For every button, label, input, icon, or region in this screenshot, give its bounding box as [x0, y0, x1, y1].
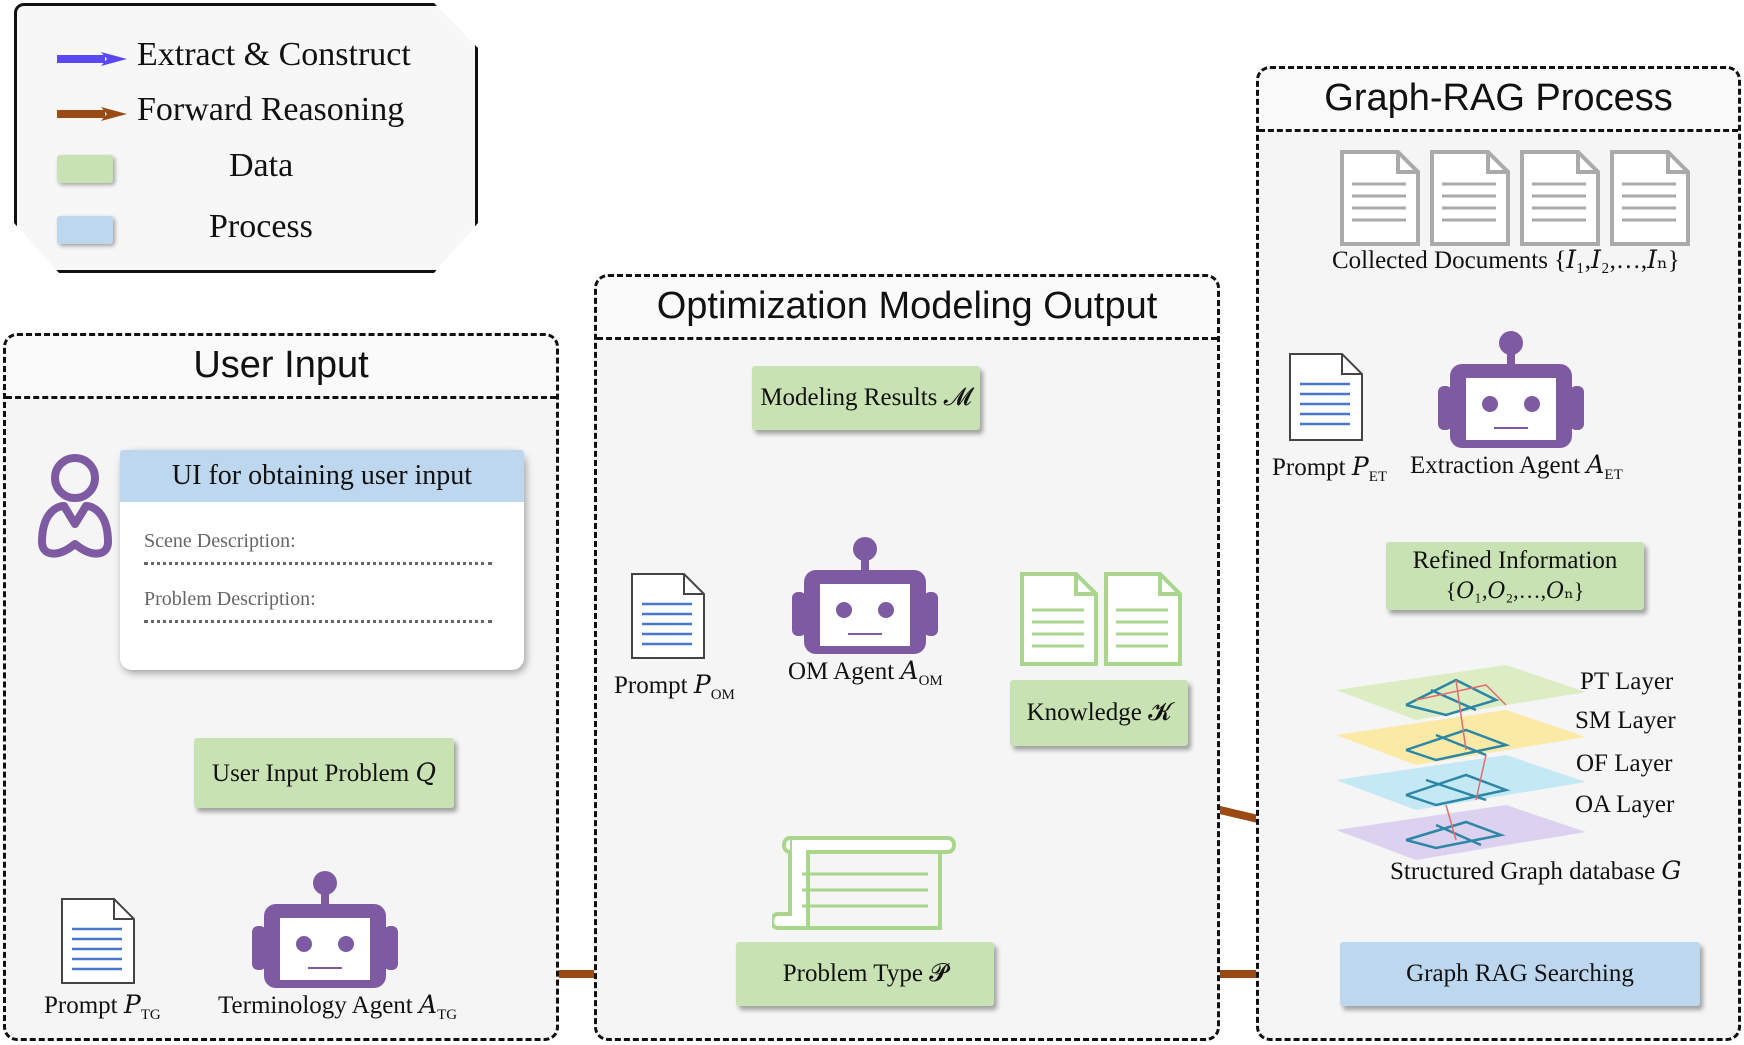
prompt-om-document-icon — [631, 573, 705, 659]
of-layer-label: OF Layer — [1576, 750, 1673, 777]
prompt-om-label: Prompt 𝑃OM — [614, 672, 735, 703]
modeling-results-box: Modeling Results 𝓜 — [752, 366, 980, 430]
structured-graph-database-label: Structured Graph database 𝐺 — [1390, 858, 1682, 885]
legend-process-label: Process — [209, 208, 313, 245]
prompt-tg-document-icon — [61, 898, 135, 984]
problem-type-box: Problem Type 𝓟 — [736, 942, 994, 1006]
extraction-agent-robot-icon — [1438, 331, 1584, 448]
legend-forward: Forward Reasoning — [17, 87, 475, 137]
pt-layer-label: PT Layer — [1580, 668, 1674, 695]
refined-information-set: {𝑂₁,𝑂₂,…,𝑂ₙ} — [1445, 578, 1585, 603]
graph-rag-searching-box: Graph RAG Searching — [1340, 942, 1700, 1006]
terminology-agent-label: Terminology Agent 𝐴TG — [218, 992, 458, 1023]
prompt-et-document-icon — [1289, 353, 1363, 441]
om-agent-robot-icon — [792, 537, 938, 654]
prompt-et-label: Prompt 𝑃ET — [1272, 454, 1388, 485]
legend-extract: Extract & Construct — [17, 32, 475, 82]
legend-process: Process — [17, 204, 475, 254]
user-icon — [38, 454, 112, 558]
problem-description-field[interactable] — [144, 620, 492, 623]
legend-forward-label: Forward Reasoning — [137, 91, 405, 128]
pt-layer-plane — [1336, 665, 1586, 720]
legend-extract-label: Extract & Construct — [137, 36, 411, 73]
collected-documents-icon — [1340, 150, 1690, 246]
legend-data-label: Data — [229, 147, 294, 184]
knowledge-documents-icon — [1020, 572, 1182, 666]
oa-layer-label: OA Layer — [1575, 791, 1675, 818]
sm-layer-label: SM Layer — [1575, 707, 1676, 734]
data-swatch — [57, 155, 113, 183]
knowledge-box: Knowledge 𝓚 — [1010, 680, 1188, 746]
ui-form-title: UI for obtaining user input — [120, 450, 524, 502]
legend-data: Data — [17, 143, 475, 193]
layered-graph-icon — [1336, 665, 1586, 860]
panel-user-input-title: User Input — [6, 336, 556, 399]
of-layer-plane — [1336, 755, 1586, 810]
scene-description-field[interactable] — [144, 562, 492, 565]
user-input-form: UI for obtaining user input Scene Descri… — [120, 450, 524, 670]
panel-om-output-title: Optimization Modeling Output — [597, 277, 1217, 340]
refined-information-title: Refined Information — [1412, 547, 1618, 574]
process-swatch — [57, 216, 113, 244]
sm-layer-plane — [1336, 710, 1586, 765]
terminology-agent-robot-icon — [252, 871, 398, 988]
panel-graph-rag-title: Graph-RAG Process — [1259, 69, 1738, 132]
problem-description-label: Problem Description: — [144, 588, 316, 610]
scene-description-label: Scene Description: — [144, 530, 296, 552]
blue-arrow-icon — [57, 52, 127, 66]
user-input-problem-box: User Input Problem 𝑄 — [194, 738, 454, 808]
legend: Extract & Construct Forward Reasoning Da… — [14, 3, 478, 273]
problem-type-scroll-icon — [772, 836, 956, 930]
collected-documents-label: Collected Documents {𝐼₁,𝐼₂,…,𝐼ₙ} — [1332, 247, 1680, 274]
extraction-agent-label: Extraction Agent 𝐴ET — [1410, 452, 1623, 483]
refined-information-box: Refined Information {𝑂₁,𝑂₂,…,𝑂ₙ} — [1386, 542, 1644, 610]
oa-layer-plane — [1336, 805, 1586, 860]
prompt-tg-label: Prompt 𝑃TG — [44, 992, 161, 1023]
brown-arrow-icon — [57, 107, 127, 121]
om-agent-label: OM Agent 𝐴OM — [788, 658, 943, 689]
